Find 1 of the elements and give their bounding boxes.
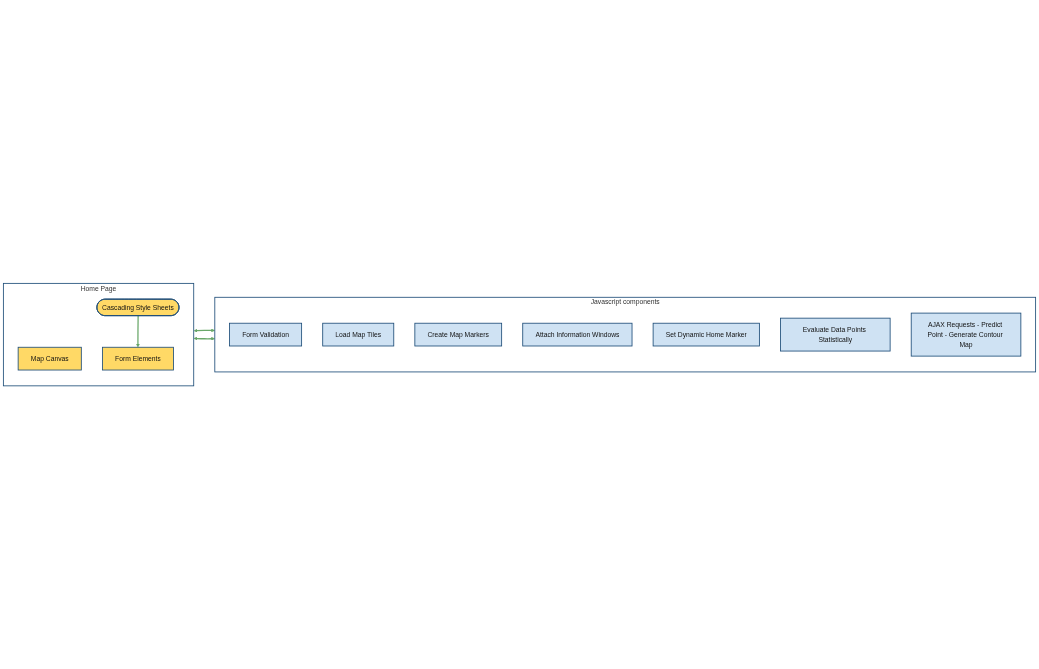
arrow <box>136 315 140 348</box>
